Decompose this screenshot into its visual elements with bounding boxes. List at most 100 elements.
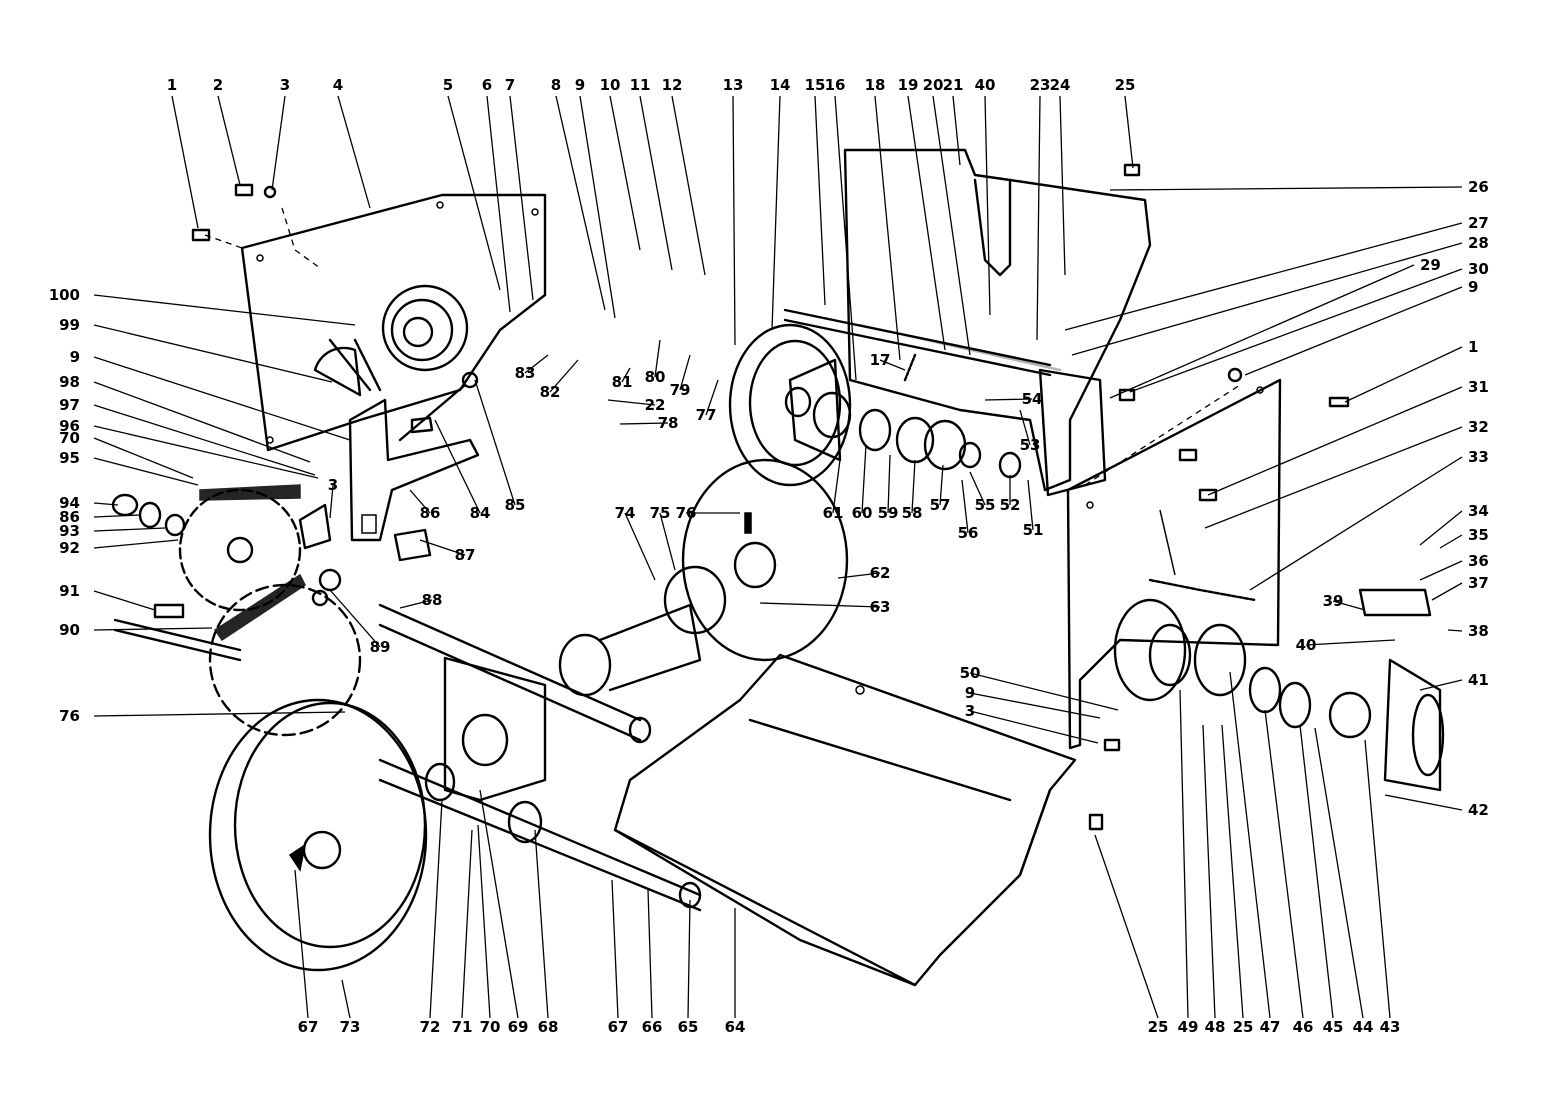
leader-line-48 xyxy=(1202,724,1216,1019)
leader-line-28 xyxy=(1071,242,1463,356)
leader-line-27 xyxy=(1064,222,1463,331)
callout-79: 79 xyxy=(670,381,691,399)
callout-89: 89 xyxy=(370,638,391,656)
callout-100: 100 xyxy=(49,286,80,304)
callout-25: 25 xyxy=(1115,76,1136,94)
callout-65: 65 xyxy=(678,1018,699,1036)
callout-69: 69 xyxy=(508,1018,529,1036)
leader-line-47 xyxy=(1229,671,1271,1019)
leader-line-9 xyxy=(969,692,1101,719)
callout-57: 57 xyxy=(930,496,951,514)
leader-line-10 xyxy=(609,95,641,251)
callout-6: 6 xyxy=(482,76,492,94)
callout-60: 60 xyxy=(852,504,873,522)
leader-line-58 xyxy=(911,459,916,514)
callout-62: 62 xyxy=(870,564,891,582)
leader-line-62 xyxy=(837,572,881,579)
callout-49: 49 xyxy=(1178,1018,1199,1036)
callout-56: 56 xyxy=(958,524,979,542)
callout-84: 84 xyxy=(470,504,491,522)
callout-42: 42 xyxy=(1468,801,1489,819)
leader-line-70 xyxy=(93,437,194,479)
leader-line-22 xyxy=(607,399,656,406)
leader-line-85 xyxy=(474,379,516,506)
callout-86: 86 xyxy=(59,508,80,526)
callout-23: 23 xyxy=(1030,76,1051,94)
callout-10: 10 xyxy=(600,76,621,94)
callout-59: 59 xyxy=(878,504,899,522)
leader-line-42 xyxy=(1384,794,1463,811)
callout-77: 77 xyxy=(696,406,717,424)
leader-line-65 xyxy=(687,899,691,1019)
leader-line-73 xyxy=(341,979,351,1019)
leader-line-21 xyxy=(952,95,961,166)
callout-28: 28 xyxy=(1468,234,1489,252)
callout-1: 1 xyxy=(167,76,177,94)
leader-line-61 xyxy=(832,459,841,514)
leader-line-60 xyxy=(861,444,867,514)
callout-58: 58 xyxy=(902,504,923,522)
callout-61: 61 xyxy=(823,504,844,522)
callout-40: 40 xyxy=(975,76,996,94)
leader-line-23 xyxy=(1036,95,1041,341)
leader-line-3 xyxy=(329,484,334,519)
callout-50: 50 xyxy=(960,664,981,682)
leader-line-4 xyxy=(337,95,371,209)
callout-80: 80 xyxy=(645,368,666,386)
leader-line-69 xyxy=(479,789,519,1019)
leader-line-14 xyxy=(771,95,781,331)
leader-line-5 xyxy=(447,95,501,291)
leader-line-78 xyxy=(619,422,669,425)
leader-line-16 xyxy=(834,95,857,381)
leader-line-96 xyxy=(93,425,319,479)
callout-46: 46 xyxy=(1293,1018,1314,1036)
leader-line-3 xyxy=(271,95,286,191)
leader-line-49 xyxy=(1179,689,1189,1019)
leader-line-25 xyxy=(1124,95,1134,169)
callout-8: 8 xyxy=(551,76,561,94)
fasteners xyxy=(191,163,1350,831)
leader-line-79 xyxy=(679,354,691,391)
leader-line-53 xyxy=(1019,409,1031,446)
callout-18: 18 xyxy=(865,76,886,94)
callout-83: 83 xyxy=(515,364,536,382)
leader-line-72 xyxy=(429,799,443,1019)
friction-wheel xyxy=(728,323,852,487)
shaft-bracket xyxy=(378,603,702,912)
callout-92: 92 xyxy=(59,539,80,557)
leader-line-93 xyxy=(93,527,166,532)
callout-53: 53 xyxy=(1020,436,1041,454)
callout-11: 11 xyxy=(630,76,651,94)
callout-41: 41 xyxy=(1468,671,1489,689)
callout-82: 82 xyxy=(540,383,561,401)
leader-line-86 xyxy=(93,514,141,518)
leader-line-66 xyxy=(647,889,653,1019)
callout-25: 25 xyxy=(1148,1018,1169,1036)
callout-5: 5 xyxy=(443,76,453,94)
leader-line-40 xyxy=(1305,639,1396,646)
callout-91: 91 xyxy=(59,582,80,600)
leader-line-100 xyxy=(93,294,356,326)
leader-line-68 xyxy=(534,829,549,1019)
leader-line-51 xyxy=(1027,479,1034,531)
callout-21: 21 xyxy=(943,76,964,94)
leader-line-3 xyxy=(969,710,1099,744)
callout-94: 94 xyxy=(59,494,80,512)
leader-line-1 xyxy=(1344,346,1463,403)
large-drive-pulley xyxy=(208,698,428,972)
callout-43: 43 xyxy=(1380,1018,1401,1036)
callout-81: 81 xyxy=(612,373,633,391)
callout-68: 68 xyxy=(538,1018,559,1036)
callout-76: 76 xyxy=(676,504,697,522)
callout-29: 29 xyxy=(1420,256,1441,274)
callout-1: 1 xyxy=(1468,338,1478,356)
leader-line-59 xyxy=(887,454,891,514)
leader-line-67 xyxy=(611,879,619,1019)
callout-26: 26 xyxy=(1468,178,1489,196)
leader-line-86 xyxy=(409,489,431,514)
callout-9: 9 xyxy=(1468,278,1478,296)
callout-90: 90 xyxy=(59,621,80,639)
callout-39: 39 xyxy=(1323,592,1344,610)
